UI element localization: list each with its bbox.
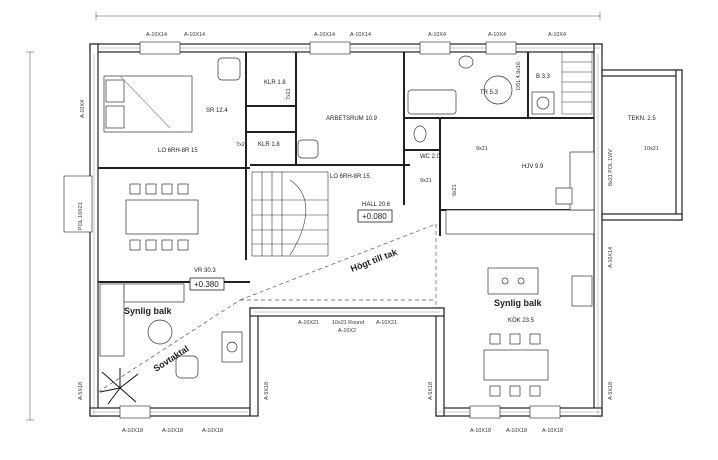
window-label-mid-left: A-10X21 — [298, 320, 319, 326]
room-label-wc: WC 2.0 — [420, 154, 441, 160]
section-cut-line — [97, 223, 437, 393]
level-marker-hall: +0.080 — [357, 209, 393, 223]
annotation-synlig-balk-right: Synlig balk — [494, 298, 543, 308]
door-label-d5: 9x21 — [452, 184, 458, 196]
room-label-kok: KÖK 23.5 — [508, 317, 535, 324]
plant — [99, 368, 139, 405]
sofa — [99, 283, 243, 379]
annotation-hogt-till-tak: Högt till tak — [349, 247, 399, 274]
door-label-d3: 9x21 — [420, 178, 432, 184]
window-label-bot6: A-10X18 — [542, 428, 563, 434]
level-marker-vr: +0.380 — [189, 277, 225, 291]
window-label-bot5: A-10X18 — [506, 428, 527, 434]
door-label-d1: 7x21 — [286, 88, 292, 100]
bed — [103, 75, 193, 133]
bathroom-fixtures — [407, 55, 555, 143]
room-label-hjv: HJV 9.9 — [522, 164, 544, 170]
annotation-synlig-balk-left: Synlig balk — [124, 306, 173, 316]
window-label-top6: A-10X4 — [488, 32, 506, 38]
annotation-round: 10x21 Round — [332, 320, 364, 326]
sauna-bench — [561, 51, 593, 115]
window-label-top7: A-10X4 — [548, 32, 566, 38]
window-label-top1: A-10X14 — [146, 32, 167, 38]
window-label-right-mid: A-10X14 — [608, 247, 614, 268]
dining-table — [125, 183, 199, 251]
window-label-inner-left: A-5X18 — [264, 382, 270, 400]
room-label-hall: HALL 20.6 — [362, 202, 391, 208]
door-label-d4: 9x21 — [476, 146, 488, 152]
door-label-d6: 10x21 — [644, 146, 659, 152]
window-label-bot4: A-10X18 — [470, 428, 491, 434]
window-label-top4: A-10X14 — [350, 32, 371, 38]
room-label-lo2: LO 6RH-8R 15 — [330, 174, 370, 180]
window-label-top2: A-10X14 — [184, 32, 205, 38]
room-label-sr: SR 12.4 — [206, 108, 228, 114]
window-label-bot3: A-10X18 — [202, 428, 223, 434]
annotation-a10x2: A-10X2 — [338, 328, 356, 334]
window-label-right-lower: A-5X18 — [608, 382, 614, 400]
window-label-top5: A-10X4 — [428, 32, 446, 38]
room-label-arbetsrum: ARBETSRUM 10.9 — [326, 116, 378, 122]
room-label-klr1: KLR 1.8 — [264, 80, 286, 86]
room-label-lo1: LO 6RH-8R 15 — [158, 148, 198, 154]
window-label-left-upper: A-10X4 — [80, 100, 86, 118]
window-label-mid-right: A-10X21 — [376, 320, 397, 326]
room-label-tekn: TEKN. 2.5 — [628, 116, 656, 122]
interior-walls — [98, 52, 594, 283]
window-label-bot1: A-10X18 — [122, 428, 143, 434]
armchair — [217, 57, 319, 159]
level-vr: +0.380 — [194, 280, 219, 289]
window-openings — [63, 41, 561, 419]
door-label-d2: 7x21 — [236, 142, 248, 148]
window-label-bot2: A-10X18 — [162, 428, 183, 434]
room-label-klr2: KLR 1.8 — [258, 142, 280, 148]
window-label-top3: A-10X14 — [314, 32, 335, 38]
room-label-b: B 3.3 — [536, 74, 551, 80]
dimension-lines — [26, 12, 601, 421]
room-label-tr: TR 5.3 — [480, 90, 499, 96]
staircase — [251, 171, 329, 257]
window-label-left-lower: A-5X18 — [78, 382, 84, 400]
kitchen-counters — [445, 151, 595, 397]
door-label-d8: DSL 4.9x16 — [516, 62, 522, 90]
room-label-vr: VR 30.3 — [194, 268, 216, 274]
door-label-d7: 8x21 POL 1WV — [608, 149, 614, 186]
window-label-inner-right: A-5X18 — [428, 382, 434, 400]
level-hall: +0.080 — [362, 212, 387, 221]
window-label-left-door: POL 10X21 — [78, 202, 84, 230]
